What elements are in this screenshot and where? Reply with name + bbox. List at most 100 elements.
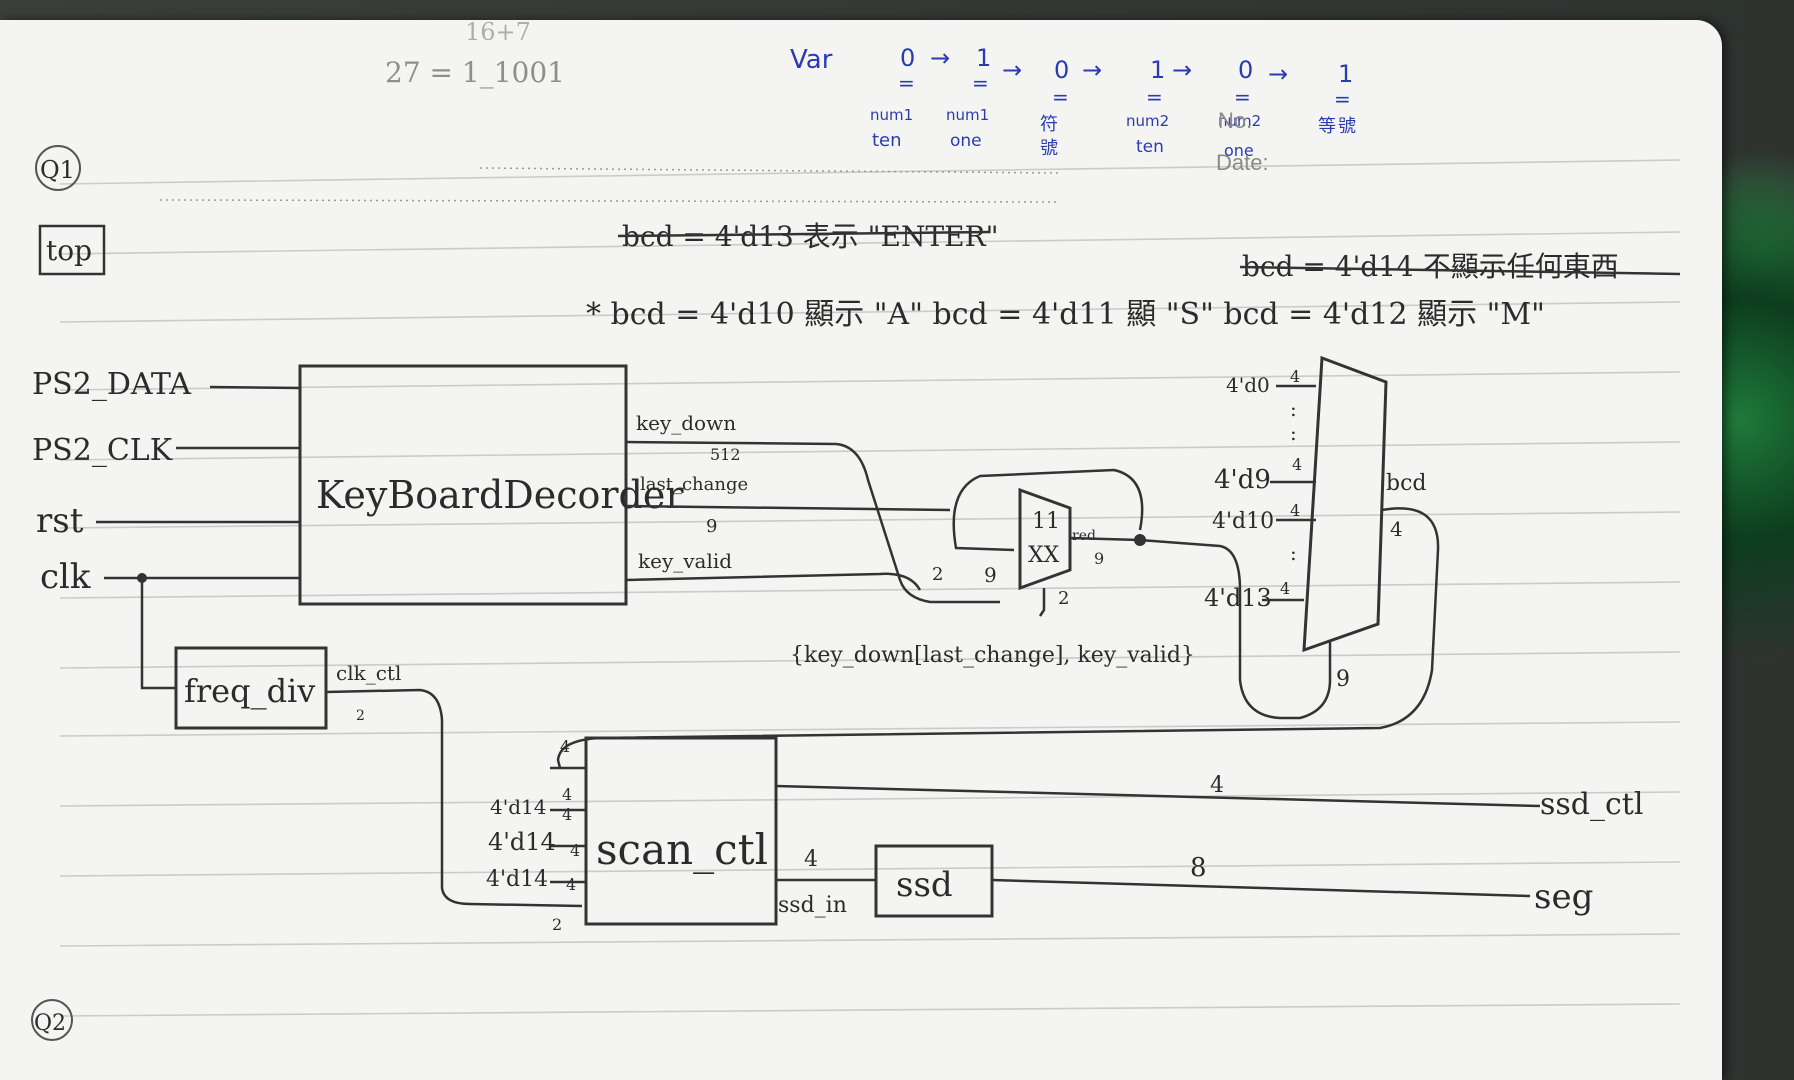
state-equals: = [972, 71, 989, 95]
width-label: 2 [932, 564, 943, 585]
width-label: 9 [984, 563, 997, 587]
arrow: → [1172, 56, 1192, 84]
sketch-canvas: 16+7 27 = 1_1001 Var 0 = num1 ten → 1 = … [31, 20, 1681, 1041]
state-column: 0 = num1 ten [870, 44, 915, 151]
width-label: 4 [1292, 455, 1302, 474]
mux-output: red [1072, 528, 1096, 544]
section-mark-q1: Q1 [35, 145, 81, 191]
svg-text:bcd = 4'd14 不顯示任何東西: bcd = 4'd14 不顯示任何東西 [1242, 250, 1619, 283]
arrow: → [930, 44, 950, 72]
svg-text:scan_ctl: scan_ctl [596, 825, 768, 874]
top-module-label: top [38, 224, 106, 276]
var-label: Var [790, 45, 833, 75]
ruled-lines [59, 159, 1681, 1017]
output-label: last_change [640, 474, 748, 495]
state-name: num1 [946, 106, 989, 124]
width-label: 512 [710, 445, 741, 464]
svg-text:freq_div: freq_div [184, 672, 315, 710]
state-name: ten [872, 130, 902, 151]
state-name: 號 [1040, 138, 1058, 159]
state-value: 1 [976, 44, 991, 72]
small-mux: 11 XX red 9 2 9 2 [932, 468, 1332, 720]
dotted-rule [159, 199, 1061, 203]
state-equals: = [898, 71, 915, 95]
svg-text:Q2: Q2 [34, 1011, 66, 1036]
scan-input: 4'd14 [490, 795, 546, 819]
mux-input: 4'd13 [1204, 584, 1272, 612]
ssd-block: ssd_in 4 ssd [776, 844, 994, 918]
state-column: 1 = num2 ten [1126, 56, 1169, 157]
state-value: 0 [900, 44, 915, 72]
scan-input: 4'd14 [488, 828, 556, 856]
ellipsis: : [1290, 397, 1297, 421]
width-label: 2 [1058, 588, 1069, 609]
width-label: 4 [562, 785, 572, 804]
state-sequence: 0 = num1 ten → 1 = num1 one → 0 = 符 號 → … [870, 44, 1356, 160]
input-label: PS2_DATA [32, 367, 191, 402]
freq-div-block: freq_div clk_ctl 2 [140, 578, 583, 908]
bcd-note: * bcd = 4'd10 顯示 "A" bcd = 4'd11 顯 "S" b… [586, 297, 1545, 332]
width-label: 9 [1094, 549, 1104, 568]
svg-text:top: top [46, 234, 92, 267]
mux-input: 4'd9 [1214, 465, 1271, 495]
state-equals: = [1334, 87, 1351, 111]
state-name: 號 [1338, 116, 1356, 137]
width-label: 4 [566, 875, 576, 894]
arrow: → [1268, 60, 1288, 88]
width-label: 4 [562, 805, 572, 824]
state-name: num2 [1218, 112, 1261, 130]
width-label: 9 [706, 516, 717, 537]
width-label: 2 [552, 915, 562, 934]
mux-input: 11 [1032, 509, 1060, 534]
width-label: 4 [1280, 579, 1290, 598]
state-name: num2 [1126, 112, 1169, 130]
no-label: No. [1218, 108, 1252, 133]
input-signals: PS2_DATA PS2_CLK rst clk [32, 367, 301, 597]
concat-label: {key_down[last_change], key_valid} [790, 643, 1195, 668]
output-label: seg [1534, 877, 1593, 917]
scan-ctl-block: scan_ctl 4 4'd14 4'd14 4'd14 4 4 4 4 2 [486, 736, 778, 934]
output-signals: 4 ssd_ctl 8 seg [775, 773, 1643, 917]
width-label: 4 [560, 737, 570, 756]
input-label: PS2_CLK [32, 433, 173, 468]
svg-text:KeyBoardDecorder: KeyBoardDecorder [316, 473, 684, 517]
state-equals: = [1234, 85, 1251, 109]
output-label: key_down [636, 411, 736, 435]
state-name: one [950, 131, 982, 151]
state-column: 0 = 符 號 [1040, 56, 1069, 159]
state-column: 1 = 等 號 [1318, 60, 1356, 137]
keyboard-outputs: key_down 512 last_change 9 key_valid [625, 411, 1000, 604]
state-column: 1 = num1 one [946, 44, 991, 151]
state-name: one [1224, 141, 1254, 160]
width-label: 4 [570, 841, 580, 860]
big-mux: 4'd0 4 : 4'd9 4 4'd10 4 : 4'd13 4 : bcd … [556, 355, 1440, 769]
width-label: 9 [1336, 667, 1350, 692]
mux-input: 4'd0 [1226, 373, 1270, 397]
keyboard-decoder-block: KeyBoardDecorder [298, 364, 684, 606]
notebook-page: 16+7 27 = 1_1001 Var 0 = num1 ten → 1 = … [0, 20, 1722, 1080]
state-column: 0 = num2 one [1218, 56, 1261, 160]
ellipsis: : [1290, 421, 1297, 445]
state-equals: = [1146, 85, 1163, 109]
date-label: Date: [1216, 150, 1269, 175]
width-label: 4 [1390, 517, 1403, 541]
width-label: 2 [356, 708, 365, 724]
struck-note: bcd = 4'd14 不顯示任何東西 [1239, 250, 1681, 283]
input-label: clk [40, 557, 91, 597]
state-equals: = [1052, 85, 1069, 109]
section-mark-q2: Q2 [31, 999, 73, 1041]
state-name: ten [1136, 137, 1164, 157]
arrow: → [1082, 56, 1102, 84]
svg-text:ssd: ssd [896, 865, 953, 905]
faint-note: 16+7 [465, 20, 531, 46]
input-label: rst [36, 501, 84, 541]
signal-label: clk_ctl [336, 661, 401, 685]
state-value: 1 [1150, 56, 1165, 84]
arrow: → [1002, 56, 1022, 84]
mux-output: bcd [1386, 471, 1427, 496]
ellipsis: : [1290, 541, 1297, 565]
output-label: key_valid [638, 549, 732, 573]
state-value: 0 [1054, 56, 1069, 84]
state-value: 1 [1338, 60, 1353, 88]
dotted-rule [479, 167, 1061, 174]
